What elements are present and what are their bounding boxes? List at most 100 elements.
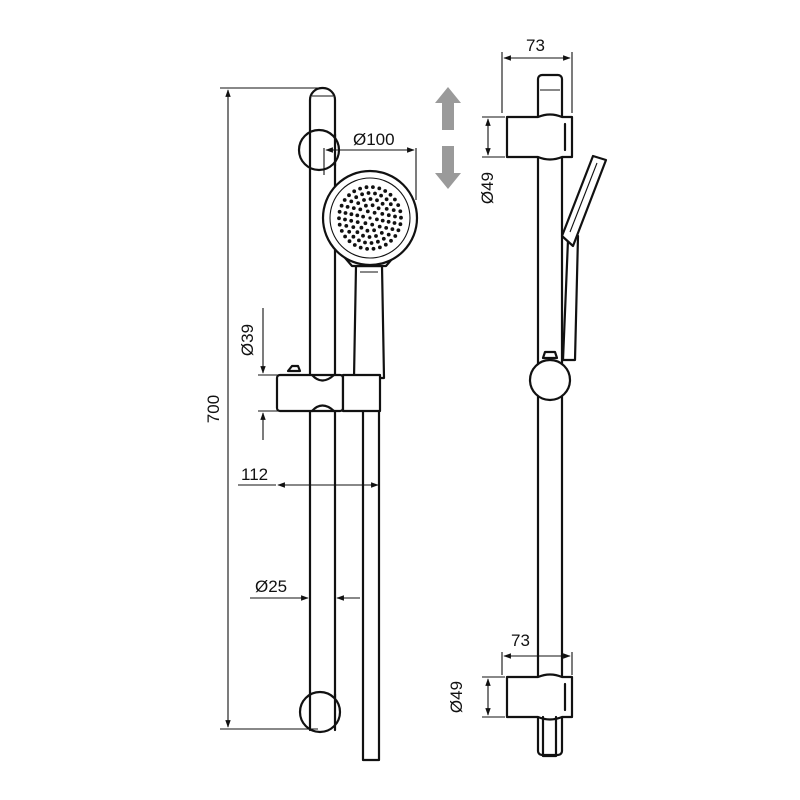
nozzle-dot <box>379 193 383 198</box>
nozzle-dot <box>375 198 379 203</box>
nozzle-dot <box>371 185 375 190</box>
nozzle-dot <box>345 205 350 209</box>
nozzle-dot <box>343 211 348 215</box>
side-holder <box>528 350 572 402</box>
nozzle-dot <box>365 228 370 233</box>
dim-text-rail-diameter: Ø25 <box>255 577 287 596</box>
nozzle-dot <box>370 222 375 227</box>
nozzle-dot <box>337 216 341 221</box>
dim-text-bracket-depth-top: 73 <box>526 36 545 55</box>
nozzle-dot <box>377 186 382 191</box>
nozzle-dot <box>337 209 342 214</box>
spray-nozzles <box>337 185 403 251</box>
nozzle-dot <box>393 214 397 219</box>
nozzle-dot <box>360 192 364 197</box>
nozzle-dot <box>386 232 391 237</box>
nozzle-dot <box>358 186 362 191</box>
shower-handle <box>352 264 386 380</box>
dim-holder-diameter: Ø39 <box>238 308 290 440</box>
nozzle-dot <box>352 243 357 247</box>
nozzle-dot <box>343 217 347 222</box>
nozzle-dot <box>383 189 388 193</box>
nozzle-dot <box>380 212 385 216</box>
dim-bracket-diameter-bottom: Ø49 <box>447 676 505 718</box>
dim-text-head-diameter: Ø100 <box>353 130 395 149</box>
nozzle-dot <box>383 242 388 247</box>
slider-holder <box>275 364 382 413</box>
nozzle-dot <box>366 191 371 195</box>
up-down-arrow-icon <box>435 87 461 189</box>
dim-bracket-depth-bottom: 73 <box>501 631 573 675</box>
nozzle-dot <box>380 201 385 206</box>
nozzle-dot <box>364 185 369 190</box>
side-handset <box>560 154 608 362</box>
nozzle-dot <box>361 233 365 238</box>
side-bottom-bracket <box>505 673 574 721</box>
nozzle-dot <box>355 230 360 235</box>
nozzle-dot <box>362 198 366 202</box>
nozzle-dot <box>367 235 372 239</box>
nozzle-dot <box>349 199 354 204</box>
nozzle-dot <box>347 239 352 244</box>
nozzle-dot <box>372 228 376 233</box>
nozzle-dot <box>337 222 342 227</box>
nozzle-dot <box>365 247 369 251</box>
nozzle-dot <box>378 245 382 250</box>
nozzle-dot <box>388 192 393 197</box>
bottom-wall-bracket <box>298 690 342 734</box>
nozzle-dot <box>374 234 378 238</box>
nozzle-dot <box>371 246 376 251</box>
nozzle-dot <box>351 206 356 211</box>
nozzle-dot <box>359 225 364 230</box>
nozzle-dot <box>384 226 389 230</box>
nozzle-dot <box>354 195 359 200</box>
nozzle-dot <box>396 228 401 233</box>
nozzle-dot <box>381 236 386 241</box>
nozzle-dot <box>363 221 368 226</box>
nozzle-dot <box>398 209 403 214</box>
nozzle-dot <box>364 203 368 208</box>
nozzle-dot <box>370 203 375 208</box>
nozzle-dot <box>386 213 391 218</box>
nozzle-dot <box>347 229 352 234</box>
dim-text-bracket-depth-bottom: 73 <box>511 631 530 650</box>
dim-bracket-depth-top: 73 <box>501 36 573 113</box>
nozzle-dot <box>363 240 367 245</box>
dim-height-700: 700 <box>204 87 322 730</box>
shower-head <box>321 169 419 268</box>
nozzle-dot <box>386 219 391 224</box>
nozzle-dot <box>384 197 389 202</box>
nozzle-dot <box>357 238 361 243</box>
nozzle-dot <box>355 213 360 218</box>
nozzle-dot <box>349 218 354 223</box>
nozzle-dot <box>399 215 403 220</box>
dim-text-height: 700 <box>204 395 223 423</box>
nozzle-dot <box>365 209 370 214</box>
nozzle-dot <box>379 231 384 235</box>
nozzle-dot <box>355 220 360 225</box>
nozzle-dot <box>377 224 382 229</box>
nozzle-dot <box>393 234 398 238</box>
nozzle-dot <box>368 216 372 220</box>
nozzle-dot <box>344 224 349 228</box>
nozzle-dot <box>349 212 354 217</box>
front-view: 700 Ø100 Ø39 112 Ø25 <box>204 86 419 762</box>
dim-text-projection: 112 <box>241 465 268 484</box>
dim-bracket-diameter-top: Ø49 <box>478 116 505 204</box>
nozzle-dot <box>358 245 363 250</box>
nozzle-dot <box>398 222 403 227</box>
nozzle-dot <box>380 218 385 223</box>
nozzle-dot <box>343 234 347 239</box>
nozzle-dot <box>356 201 361 206</box>
nozzle-dot <box>358 207 363 212</box>
nozzle-dot <box>388 202 393 207</box>
dim-text-bracket-diameter-top: Ø49 <box>478 172 497 204</box>
nozzle-dot <box>372 210 377 215</box>
side-rail-bar <box>536 73 564 757</box>
dim-text-holder-diameter: Ø39 <box>238 324 257 356</box>
dim-projection: 112 <box>238 465 379 488</box>
nozzle-dot <box>342 198 347 202</box>
nozzle-dot <box>391 208 396 213</box>
nozzle-dot <box>389 238 393 243</box>
